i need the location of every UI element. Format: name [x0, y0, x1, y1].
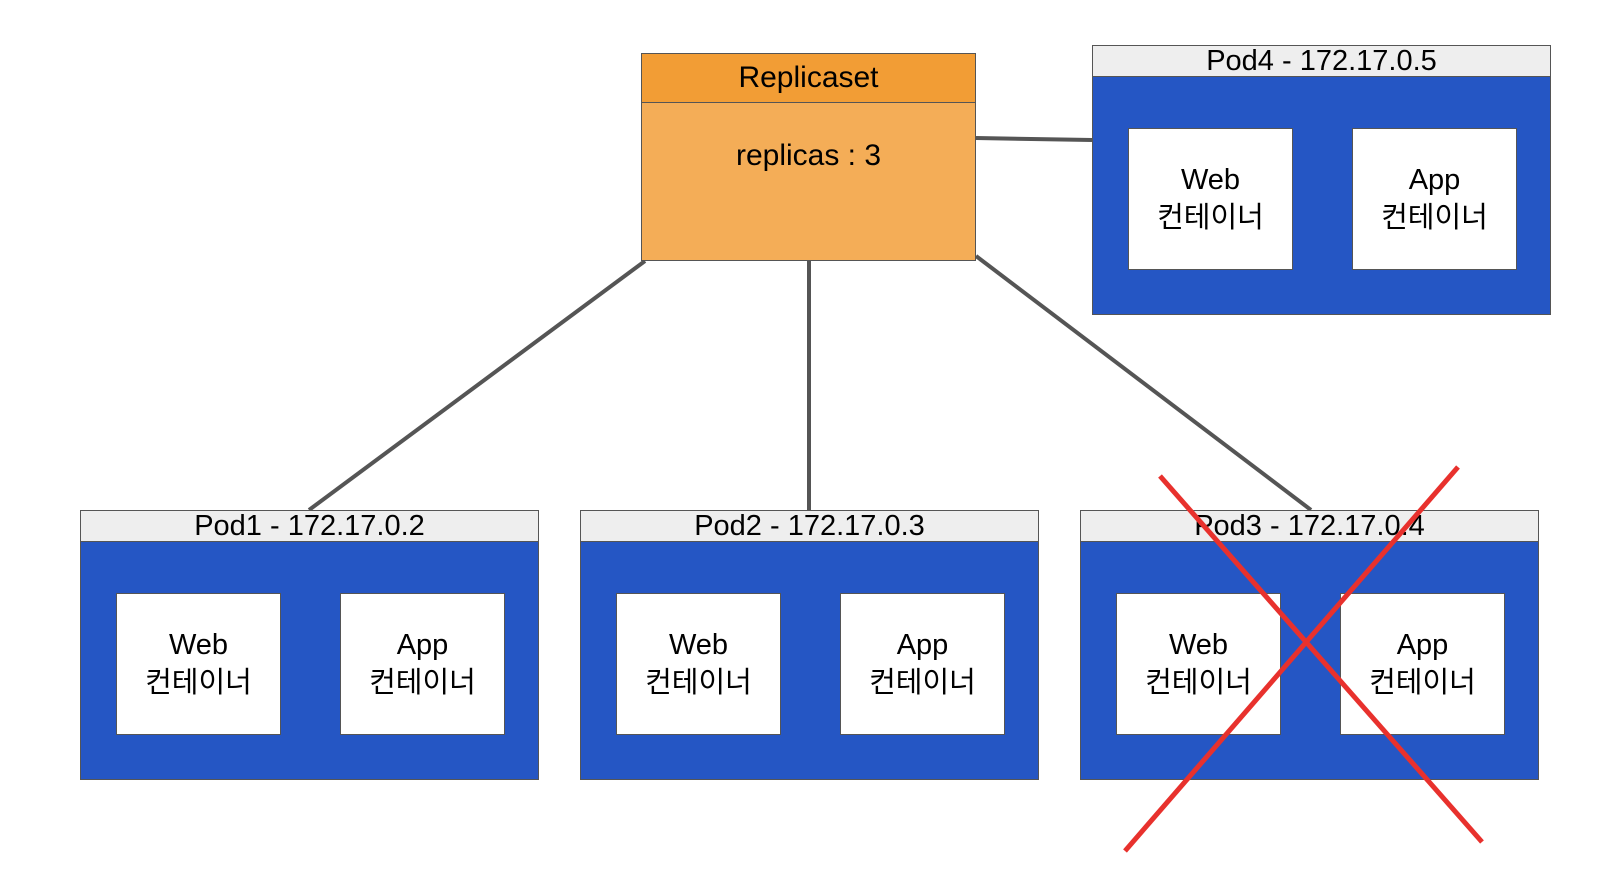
container-name: App [1408, 164, 1461, 196]
pod1-box[interactable]: Pod1 - 172.17.0.2 Web 컨테이너 App 컨테이너 [80, 510, 539, 780]
container-name: App [396, 629, 449, 661]
container-label: 컨테이너 [1157, 200, 1264, 234]
container-name: App [1396, 629, 1449, 661]
pod4-box[interactable]: Pod4 - 172.17.0.5 Web 컨테이너 App 컨테이너 [1092, 45, 1551, 315]
replicaset-spec: replicas : 3 [735, 139, 882, 172]
pod4-web-container[interactable]: Web 컨테이너 [1128, 128, 1293, 270]
connector-replicaset-pod4 [975, 136, 1093, 142]
pod4-app-container[interactable]: App 컨테이너 [1352, 128, 1517, 270]
pod1-web-container[interactable]: Web 컨테이너 [116, 593, 281, 735]
container-name: Web [1168, 629, 1229, 661]
pod4-title: Pod4 - 172.17.0.5 [1093, 46, 1550, 77]
pod2-app-container[interactable]: App 컨테이너 [840, 593, 1005, 735]
container-label: 컨테이너 [1381, 200, 1488, 234]
pod2-title: Pod2 - 172.17.0.3 [581, 511, 1038, 542]
container-label: 컨테이너 [869, 665, 976, 699]
pod3-app-container[interactable]: App 컨테이너 [1340, 593, 1505, 735]
connector-replicaset-pod1 [307, 259, 647, 512]
pod3-box[interactable]: Pod3 - 172.17.0.4 Web 컨테이너 App 컨테이너 [1080, 510, 1539, 780]
pod2-box[interactable]: Pod2 - 172.17.0.3 Web 컨테이너 App 컨테이너 [580, 510, 1039, 780]
container-label: 컨테이너 [1145, 665, 1252, 699]
container-label: 컨테이너 [145, 665, 252, 699]
container-name: Web [1180, 164, 1241, 196]
replicaset-box[interactable]: Replicaset replicas : 3 [641, 53, 976, 261]
container-name: Web [168, 629, 229, 661]
pod1-title: Pod1 - 172.17.0.2 [81, 511, 538, 542]
container-label: 컨테이너 [369, 665, 476, 699]
replicaset-title: Replicaset [642, 54, 975, 103]
container-name: Web [668, 629, 729, 661]
pod3-title: Pod3 - 172.17.0.4 [1081, 511, 1538, 542]
container-name: App [896, 629, 949, 661]
pod3-web-container[interactable]: Web 컨테이너 [1116, 593, 1281, 735]
container-label: 컨테이너 [1369, 665, 1476, 699]
pod1-app-container[interactable]: App 컨테이너 [340, 593, 505, 735]
pod2-web-container[interactable]: Web 컨테이너 [616, 593, 781, 735]
container-label: 컨테이너 [645, 665, 752, 699]
